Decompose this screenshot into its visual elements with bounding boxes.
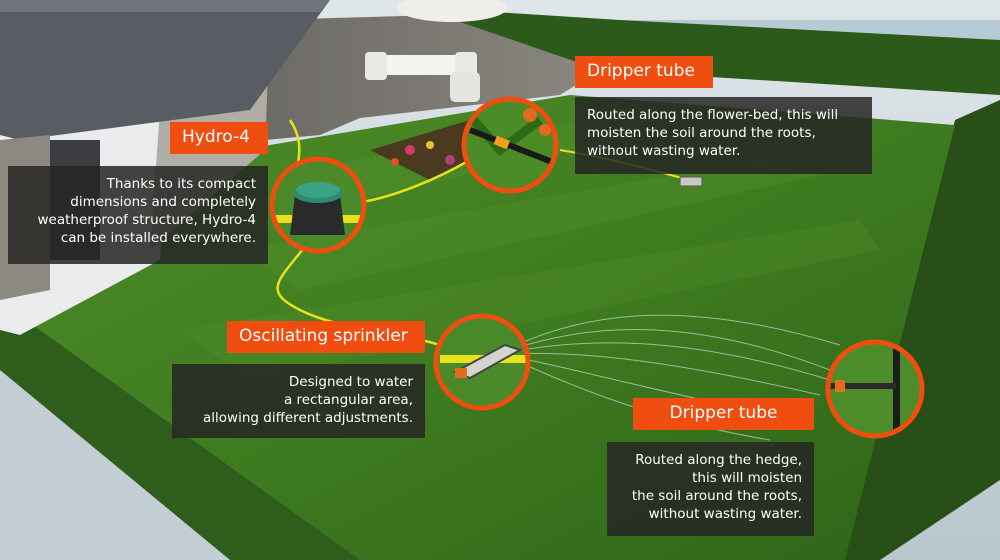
callout-text-line: the soil around the roots, xyxy=(631,488,802,504)
callout-text-line: allowing different adjustments. xyxy=(203,410,413,426)
callout-text-oscillating: Designed to water a rectangular area, al… xyxy=(172,364,425,438)
callout-text-line: without wasting water. xyxy=(587,143,741,159)
callout-text-line: weatherproof structure, Hydro-4 xyxy=(37,212,257,228)
callout-title-dripper-flowerbed: Dripper tube xyxy=(575,56,713,88)
callout-title-oscillating: Oscillating sprinkler xyxy=(227,321,425,353)
dripper-tube-icon xyxy=(461,96,559,194)
callout-text-line: this will moisten xyxy=(692,470,802,486)
callout-title-hydro4: Hydro-4 xyxy=(170,122,268,154)
callout-text-line: dimensions and completely xyxy=(70,194,256,210)
callout-text-line: a rectangular area, xyxy=(283,392,413,408)
sprinkler-icon xyxy=(825,339,925,439)
oscillating-sprinkler-icon xyxy=(433,313,531,411)
callout-text-line: moisten the soil around the roots, xyxy=(587,125,816,141)
callout-text-dripper-flowerbed: Routed along the flower-bed, this will m… xyxy=(575,97,872,174)
callout-text-line: without wasting water. xyxy=(648,506,802,522)
callout-text-line: Routed along the flower-bed, this will xyxy=(587,107,839,123)
callout-text-dripper-hedge: Routed along the hedge, this will moiste… xyxy=(607,442,814,536)
callout-text-line: Thanks to its compact xyxy=(106,176,256,192)
hydro4-unit-icon xyxy=(269,156,367,254)
callout-text-line: can be installed everywhere. xyxy=(60,230,256,246)
callout-text-line: Routed along the hedge, xyxy=(635,452,802,468)
callout-text-line: Designed to water xyxy=(288,374,413,390)
callout-text-hydro4: Thanks to its compact dimensions and com… xyxy=(8,166,268,264)
callout-title-dripper-hedge: Dripper tube xyxy=(633,398,814,430)
